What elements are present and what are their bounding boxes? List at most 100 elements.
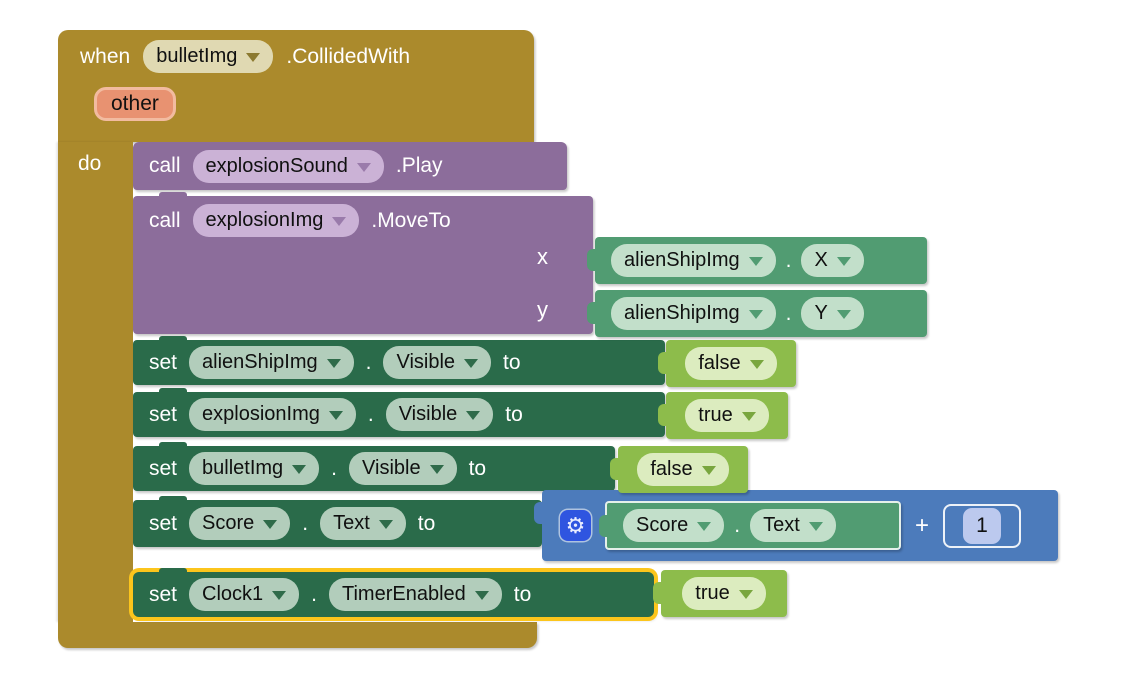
set-keyword: set <box>149 350 178 374</box>
chevron-down-icon <box>464 359 479 368</box>
set-keyword: set <box>149 511 178 535</box>
dot-separator: . <box>734 513 741 537</box>
chevron-down-icon <box>292 465 307 474</box>
dropdown-label: Clock1 <box>202 583 264 605</box>
component-dropdown-clock1[interactable]: Clock1 <box>189 578 300 611</box>
chevron-down-icon <box>332 217 347 226</box>
getter-x-block[interactable]: alienShipImg . X <box>587 237 927 284</box>
logic-dropdown-false[interactable]: false <box>637 453 729 486</box>
when-keyword: when <box>80 44 131 68</box>
chevron-down-icon <box>326 359 341 368</box>
dropdown-label: explosionSound <box>205 154 348 177</box>
call-play-block[interactable]: call explosionSound .Play <box>133 142 567 190</box>
set-keyword: set <box>149 402 178 426</box>
call-keyword: call <box>149 208 181 232</box>
arg-label-x: x <box>537 244 548 269</box>
set-clock-timer-block[interactable]: set Clock1 . TimerEnabled to <box>133 568 654 617</box>
component-dropdown-explosionsound[interactable]: explosionSound <box>192 149 384 183</box>
when-event-block[interactable]: when bulletImg .CollidedWith other <box>58 30 534 142</box>
parameter-other[interactable]: other <box>94 87 176 121</box>
logic-dropdown-true[interactable]: true <box>682 577 766 610</box>
chevron-down-icon <box>429 465 444 474</box>
to-label: to <box>468 456 487 480</box>
property-dropdown-text[interactable]: Text <box>750 509 836 542</box>
property-dropdown-timerenabled[interactable]: TimerEnabled <box>329 578 502 611</box>
logic-dropdown-false[interactable]: false <box>685 347 777 380</box>
dropdown-label: true <box>698 404 733 426</box>
chevron-down-icon <box>356 162 371 172</box>
dot-separator: . <box>365 350 372 374</box>
dot-separator: . <box>302 511 309 535</box>
number-block-1[interactable]: 1 <box>963 507 1002 544</box>
logic-true-block[interactable]: true <box>658 392 788 439</box>
component-dropdown-explosionimg[interactable]: explosionImg <box>192 204 360 237</box>
component-dropdown-score[interactable]: Score <box>623 509 725 542</box>
call-moveto-block[interactable]: call explosionImg .MoveTo x y <box>133 192 593 334</box>
chevron-down-icon <box>836 257 851 266</box>
gear-icon[interactable]: ⚙ <box>560 510 591 541</box>
chevron-down-icon <box>749 360 764 369</box>
dropdown-label: Text <box>333 512 370 534</box>
dropdown-label: false <box>698 352 741 374</box>
event-block-bottom[interactable] <box>58 622 537 648</box>
chevron-down-icon <box>263 520 278 529</box>
math-plus-block[interactable]: ⚙ Score . Text + 1 <box>534 490 1058 561</box>
chevron-down-icon <box>748 310 763 319</box>
chevron-down-icon <box>466 411 481 420</box>
component-dropdown-alienshipimg[interactable]: alienShipImg <box>611 297 776 330</box>
set-score-block[interactable]: set Score . Text to <box>133 496 542 547</box>
dropdown-label: explosionImg <box>205 209 324 231</box>
set-bullet-visible-block[interactable]: set bulletImg . Visible to <box>133 442 615 491</box>
chevron-down-icon <box>474 591 489 600</box>
dropdown-label: Score <box>636 514 689 536</box>
property-dropdown-visible[interactable]: Visible <box>383 346 492 379</box>
to-label: to <box>417 511 436 535</box>
arg-label-y: y <box>537 297 548 322</box>
getter-y-block[interactable]: alienShipImg . Y <box>587 290 927 337</box>
component-dropdown-explosionimg[interactable]: explosionImg <box>189 398 356 431</box>
chevron-down-icon <box>738 590 753 599</box>
method-name-moveto: .MoveTo <box>371 208 451 232</box>
property-dropdown-text[interactable]: Text <box>320 507 406 540</box>
event-do-spine[interactable]: do <box>58 142 133 622</box>
chevron-down-icon <box>748 257 763 266</box>
dropdown-label: Text <box>763 514 800 536</box>
set-keyword: set <box>149 456 178 480</box>
dot-separator: . <box>331 456 338 480</box>
dropdown-label: X <box>814 249 828 271</box>
property-dropdown-visible[interactable]: Visible <box>385 398 494 431</box>
logic-false-block[interactable]: false <box>610 446 748 493</box>
chevron-down-icon <box>246 53 261 62</box>
chevron-down-icon <box>328 411 343 420</box>
property-dropdown-visible[interactable]: Visible <box>349 452 457 485</box>
number-socket: 1 <box>943 503 1022 548</box>
to-label: to <box>505 402 523 426</box>
dropdown-label: false <box>650 458 693 480</box>
component-dropdown-alienshipimg[interactable]: alienShipImg <box>611 244 776 277</box>
component-dropdown-alienshipimg[interactable]: alienShipImg <box>189 346 354 379</box>
set-keyword: set <box>149 582 178 606</box>
event-name-label: .CollidedWith <box>286 44 411 68</box>
method-name-play: .Play <box>395 154 443 177</box>
logic-dropdown-true[interactable]: true <box>685 399 769 432</box>
getter-score-text-block[interactable]: Score . Text <box>599 501 901 550</box>
component-dropdown-bulletimg[interactable]: bulletImg <box>143 40 274 73</box>
component-dropdown-score[interactable]: Score <box>189 507 291 540</box>
set-alien-visible-block[interactable]: set alienShipImg . Visible to <box>133 336 665 385</box>
dot-separator: . <box>785 301 792 325</box>
chevron-down-icon <box>808 522 823 531</box>
dropdown-label: TimerEnabled <box>342 583 466 605</box>
component-dropdown-bulletimg[interactable]: bulletImg <box>189 452 320 485</box>
logic-true-block[interactable]: true <box>653 570 787 617</box>
property-dropdown-y[interactable]: Y <box>801 297 864 330</box>
dot-separator: . <box>367 402 374 426</box>
set-explosion-visible-block[interactable]: set explosionImg . Visible to <box>133 388 665 437</box>
to-label: to <box>513 582 532 606</box>
call-keyword: call <box>149 154 181 177</box>
dropdown-label: Visible <box>396 351 456 373</box>
dropdown-label: alienShipImg <box>202 351 318 373</box>
to-label: to <box>503 350 521 374</box>
property-dropdown-x[interactable]: X <box>801 244 864 277</box>
logic-false-block[interactable]: false <box>658 340 796 387</box>
